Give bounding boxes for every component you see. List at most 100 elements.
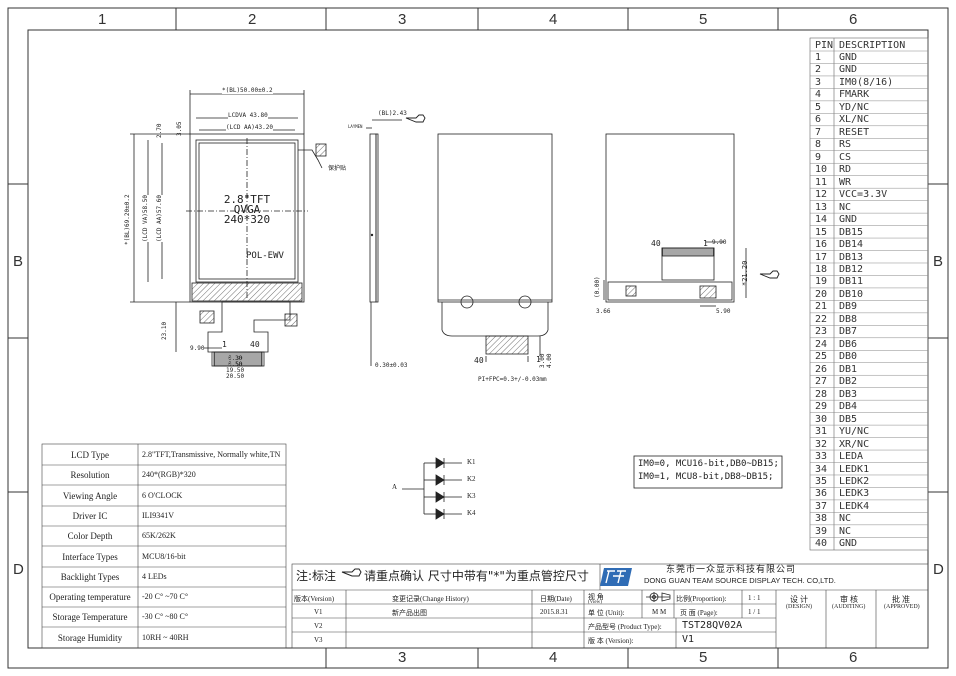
polarizer-label: POL-EWV: [246, 251, 284, 261]
spec-value: -30 C° ~80 C°: [142, 612, 189, 622]
company-name-cn: 东莞市一众显示科技有限公司: [666, 565, 797, 575]
approve-label: 批 准: [892, 595, 910, 604]
pin-number: 35: [815, 475, 828, 487]
change-header: 变更记录(Change History): [392, 595, 469, 603]
pin-number: 39: [815, 525, 828, 537]
pin-description: DB3: [839, 388, 858, 400]
pin-description: DB1: [839, 363, 858, 375]
led-k1-label: K1: [467, 458, 476, 466]
pin-number: 23: [815, 326, 828, 338]
zone-label-3: 3: [398, 11, 407, 28]
pin-description: DB13: [839, 251, 864, 263]
pin-description: NC: [839, 525, 852, 537]
note-hand-icon: [341, 568, 362, 577]
proportion-value: 1 : 1: [748, 594, 761, 602]
spec-value: 10RH ~ 40RH: [142, 632, 189, 642]
spec-label: Storage Temperature: [52, 612, 128, 622]
pin-description: GND: [839, 538, 858, 550]
version-value: V1: [682, 634, 695, 645]
pin-number: 38: [815, 513, 828, 525]
pin-description: DB9: [839, 301, 858, 313]
spec-table-grid: [41, 443, 287, 649]
lcd-title-line2: QVGA: [233, 203, 261, 216]
pin-number: 18: [815, 263, 828, 275]
pin-row: 18 DB12: [812, 263, 930, 275]
pin-number: 16: [815, 239, 828, 251]
pin-description: XL/NC: [839, 114, 870, 126]
pin-row: 6 XL/NC: [812, 113, 930, 125]
dim-fpc-length: 23.10: [161, 321, 168, 340]
approve-sub: (APPROVED): [884, 604, 920, 610]
pin-description: DB2: [839, 376, 858, 388]
dim-fpc-1: 0.30: [228, 355, 243, 362]
pin-description: NC: [839, 513, 852, 525]
zone-label-row-d-right: D: [933, 561, 944, 578]
pin-number: 27: [815, 376, 828, 388]
spec-label: LCD Type: [71, 449, 109, 460]
pin-description: LEDK3: [839, 488, 870, 500]
pin-table-rows: [810, 50, 928, 538]
zone-label-row-b-left: B: [13, 253, 24, 270]
proportion-label: 比例(Proportion):: [676, 595, 727, 603]
pin-number: 6: [815, 114, 822, 126]
pin-number: 1: [815, 52, 822, 63]
dim-overall-width: *(BL)50.00±0.2: [222, 87, 273, 94]
pin-number: 2: [815, 64, 822, 76]
spec-label: Driver IC: [72, 511, 108, 521]
pin-description: LEDK2: [839, 475, 870, 487]
interface-note-box: [633, 455, 783, 489]
pin-description: DB12: [839, 263, 864, 275]
pin-description: RD: [839, 164, 852, 176]
company-logo: [600, 568, 632, 586]
zone-label-row-d-left: D: [13, 561, 24, 578]
pin-number: 32: [815, 438, 828, 450]
design-label: 设 计: [790, 595, 808, 604]
zone-ticks: [8, 8, 948, 668]
pin-number: 28: [815, 388, 828, 400]
spec-label: Interface Types: [62, 551, 118, 562]
spec-label: Operating temperature: [49, 592, 131, 602]
page-value: 1 / 1: [748, 608, 761, 616]
pin-number: 33: [815, 451, 828, 463]
date-header: 日期(Date): [540, 595, 572, 603]
back-pin-40: 40: [474, 356, 484, 365]
pointing-hand-icons: [405, 114, 780, 279]
spec-label: Backlight Types: [60, 572, 120, 582]
zone-label-4: 4: [549, 11, 558, 28]
pin-description: DB11: [839, 276, 864, 288]
pin-number: 5: [815, 101, 822, 113]
history-version-3: V3: [314, 636, 323, 644]
product-label: 产品型号 (Product Type):: [588, 623, 662, 631]
dim-back-b: 4.00: [546, 353, 553, 368]
spec-value: 6 O'CLOCK: [142, 490, 183, 500]
led-diode: [424, 508, 462, 520]
pin-description: CS: [839, 151, 852, 163]
pin-description: DB8: [839, 313, 858, 325]
pin-number: 13: [815, 201, 828, 213]
pin-number: 24: [815, 338, 828, 350]
pin-description: WR: [839, 176, 852, 188]
led-circuit: [402, 457, 462, 520]
dim-top-margin-2: 3.05: [176, 121, 183, 136]
company-name-en: DONG GUAN TEAM SOURCE DISPLAY TECH. CO,L…: [644, 576, 836, 585]
pin-description: LEDK1: [839, 463, 870, 475]
pin-description: VCC=3.3V: [839, 189, 888, 201]
zone-label-6: 6: [849, 11, 858, 28]
spec-label: Viewing Angle: [62, 490, 118, 501]
